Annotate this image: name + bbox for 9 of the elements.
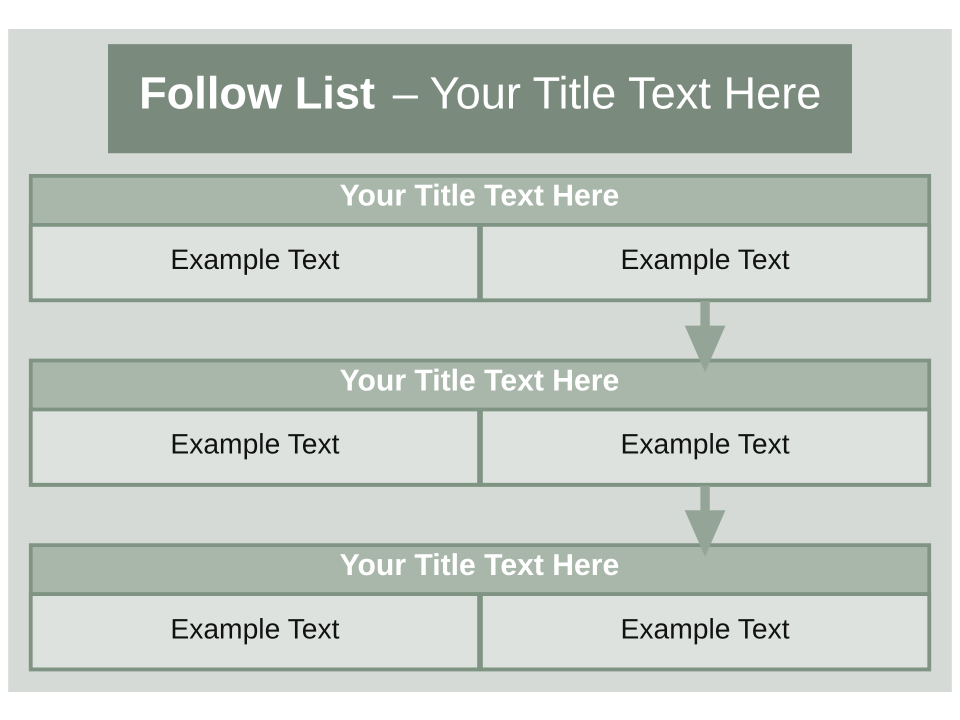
node-box: Example Text bbox=[28, 407, 481, 486]
diagram-title: Follow List – Your Title Text Here bbox=[139, 66, 822, 118]
node-box: Example Text bbox=[479, 222, 932, 302]
arrow bbox=[684, 300, 726, 372]
node-box: Example Text bbox=[479, 407, 932, 486]
arrow bbox=[684, 485, 726, 556]
node-box: Example Text bbox=[479, 592, 932, 671]
node-box: Example Text bbox=[28, 222, 481, 302]
node-box: Example Text bbox=[28, 592, 481, 671]
